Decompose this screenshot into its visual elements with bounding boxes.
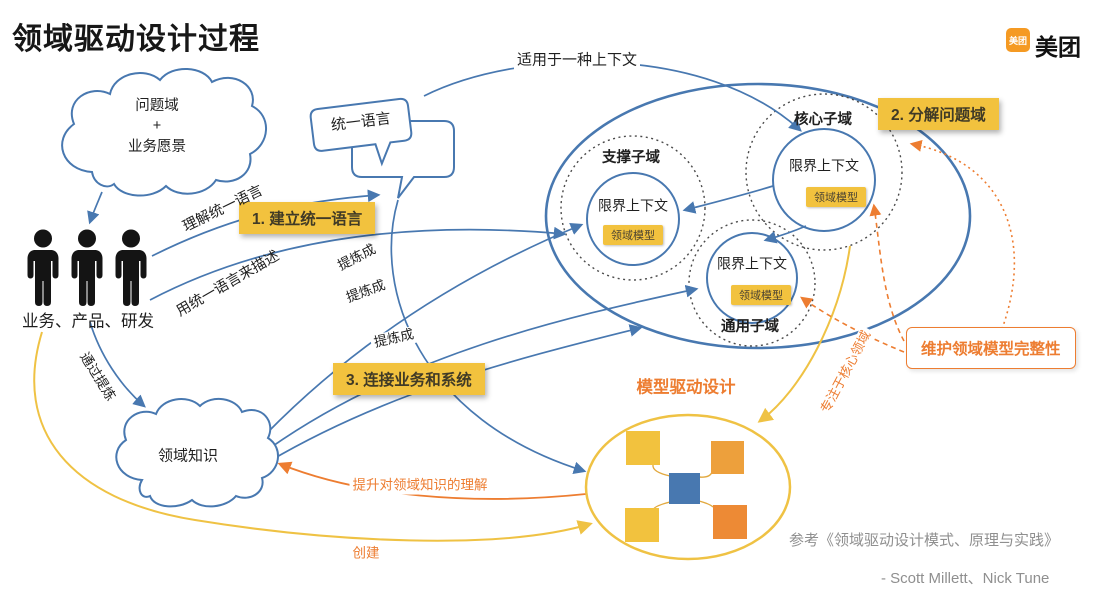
arrow-label-applies-to-context: 适用于一种上下文 — [513, 51, 641, 71]
support-bounded-context-circle — [586, 172, 680, 266]
knowledge-cloud-shape — [115, 397, 279, 508]
generic-domain-model-badge: 领域模型 — [731, 285, 791, 305]
reference-line1: 参考《领域驱动设计模式、原理与实践》 — [789, 532, 1060, 549]
arrow-label-improve-knowledge: 提升对领域知识的理解 — [349, 477, 491, 495]
model-diagram — [625, 431, 747, 542]
meituan-logo-icon: 美团 — [1006, 28, 1030, 52]
arrow-focus-on-core — [757, 245, 851, 423]
problem-cloud-line3: 业务愿景 — [128, 138, 186, 155]
core-domain-model-badge: 领域模型 — [806, 187, 866, 207]
person-icon — [27, 229, 59, 306]
generic-bounded-context-circle — [706, 232, 798, 324]
problem-cloud-shape — [61, 67, 267, 197]
problem-space-ellipse — [544, 82, 972, 350]
arrow-core-to-support-bc — [682, 185, 774, 214]
arrow-maintain-to-generic-model — [800, 296, 905, 353]
core-bounded-context-circle — [772, 128, 876, 232]
step3-badge: 3. 连接业务和系统 — [333, 363, 485, 395]
support-subdomain-dotted-circle — [560, 135, 706, 281]
maintain-integrity-box: 维护领域模型完整性 — [906, 327, 1076, 369]
arrow-bubble-to-model — [390, 199, 587, 475]
model-node-square — [625, 508, 659, 542]
support-bounded-context-label: 限界上下文 — [598, 197, 668, 214]
page-title: 领域驱动设计过程 — [12, 23, 260, 56]
speech-bubble-front — [309, 97, 413, 167]
model-node-square — [626, 431, 660, 465]
person-icon — [115, 229, 147, 306]
problem-cloud-line2: + — [152, 117, 162, 134]
arrow-improve-knowledge — [277, 461, 587, 500]
roles-label: 业务、产品、研发 — [22, 312, 154, 331]
meituan-brand-text: 美团 — [1035, 34, 1081, 60]
core-subdomain-dotted-circle — [745, 93, 903, 251]
arrow-through-refining — [89, 321, 146, 408]
reference-line2: - Scott Millett、Nick Tune — [881, 570, 1050, 587]
knowledge-cloud-label: 领域知识 — [157, 447, 219, 465]
core-subdomain-label: 核心子域 — [794, 111, 852, 128]
arrow-maintain-outer-arc — [909, 139, 1016, 330]
step1-badge: 1. 建立统一语言 — [239, 202, 376, 234]
support-subdomain-label: 支撑子域 — [602, 149, 660, 166]
support-domain-model-badge: 领域模型 — [603, 225, 663, 245]
arrow-refine-1 — [265, 223, 584, 435]
model-node-square — [713, 505, 747, 539]
step2-badge: 2. 分解问题域 — [878, 98, 999, 130]
arrow-create — [33, 331, 593, 542]
generic-bounded-context-label: 限界上下文 — [717, 255, 787, 272]
arrow-cloud-to-people — [87, 191, 103, 225]
model-node-square — [711, 441, 744, 474]
arrow-describe-with-ul — [149, 226, 567, 301]
person-icon — [71, 229, 103, 306]
arrow-refine-2 — [269, 284, 699, 449]
arrow-core-to-generic-bc — [763, 225, 807, 244]
core-bounded-context-label: 限界上下文 — [789, 157, 859, 174]
model-node-square — [669, 473, 700, 504]
problem-cloud-line1: 问题域 — [135, 97, 179, 114]
arrow-label-create: 创建 — [349, 545, 383, 563]
model-design-label: 模型驱动设计 — [636, 378, 736, 397]
generic-subdomain-label: 通用子域 — [721, 318, 779, 335]
generic-subdomain-dotted-circle — [688, 219, 816, 347]
